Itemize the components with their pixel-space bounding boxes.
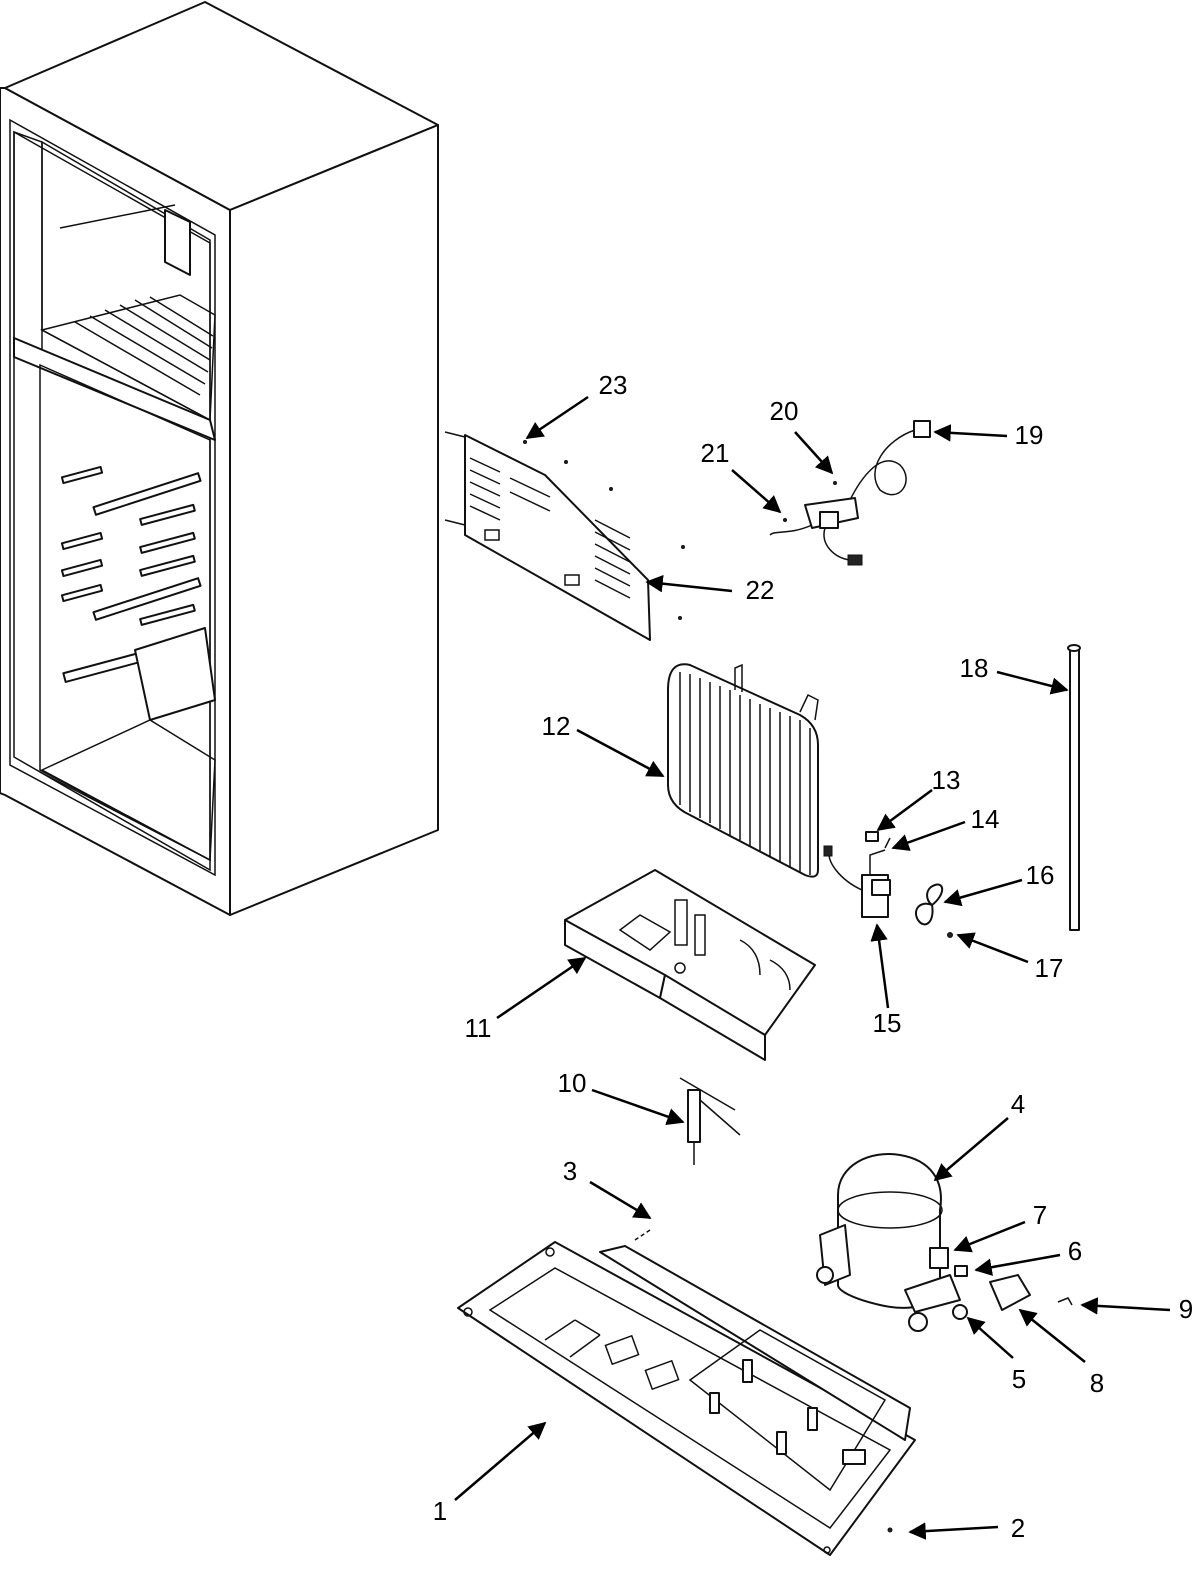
callout-3: 3: [563, 1156, 577, 1186]
callout-10: 10: [558, 1068, 587, 1098]
callout-14: 14: [971, 804, 1000, 834]
leader-5: [966, 1316, 1014, 1359]
drain-tube: [1067, 644, 1081, 931]
callout-13: 13: [932, 765, 961, 795]
callout-18: 18: [960, 653, 989, 683]
leader-1: [454, 1421, 547, 1501]
base-plate: [457, 1229, 916, 1556]
callout-17: 17: [1035, 953, 1064, 983]
leader-arrows: [454, 395, 1171, 1540]
callout-4: 4: [1011, 1089, 1025, 1119]
callout-21: 21: [701, 438, 730, 468]
leader-13: [876, 788, 933, 832]
leader-14: [891, 820, 966, 851]
compressor-assembly: [816, 1153, 1073, 1332]
callout-15: 15: [873, 1008, 902, 1038]
leader-22: [645, 574, 733, 593]
callout-22: 22: [746, 575, 775, 605]
callout-19: 19: [1015, 420, 1044, 450]
leader-9: [1080, 1297, 1171, 1315]
callout-12: 12: [542, 711, 571, 741]
drain-pan: [564, 869, 816, 1061]
leader-15: [870, 923, 890, 1009]
leader-16: [943, 878, 1023, 907]
leader-6: [974, 1253, 1061, 1276]
leader-17: [956, 932, 1029, 964]
capillary-probe: [679, 1077, 741, 1165]
callout-labels: 1 2 3 4 5 6 7 8 9 10 11 12 13 14 15 16 1…: [433, 370, 1193, 1543]
leader-10: [591, 1088, 685, 1126]
leader-12: [576, 728, 665, 778]
refrigerator-cabinet: [0, 1, 439, 916]
callout-6: 6: [1068, 1236, 1082, 1266]
leader-2: [908, 1522, 999, 1540]
leader-4: [933, 1117, 1009, 1182]
callout-11: 11: [465, 1013, 492, 1043]
callout-9: 9: [1179, 1294, 1193, 1324]
leader-11: [496, 956, 587, 1020]
condenser-coil: [667, 663, 819, 878]
leader-8: [1018, 1308, 1086, 1363]
callout-16: 16: [1026, 860, 1055, 890]
power-cord-assembly: [769, 420, 931, 566]
leader-23: [525, 395, 589, 440]
callout-20: 20: [770, 396, 799, 426]
leader-19: [933, 424, 1008, 442]
callout-2: 2: [1011, 1513, 1025, 1543]
callout-8: 8: [1090, 1368, 1104, 1398]
fan-motor-assembly: [823, 831, 953, 938]
leader-21: [731, 469, 782, 514]
leader-18: [996, 670, 1069, 695]
leader-7: [953, 1220, 1026, 1253]
callout-23: 23: [599, 370, 628, 400]
rear-panel: [444, 431, 685, 641]
callout-5: 5: [1012, 1364, 1026, 1394]
leader-3: [589, 1180, 652, 1220]
callout-7: 7: [1033, 1200, 1047, 1230]
leader-20: [794, 431, 834, 475]
callout-1: 1: [433, 1496, 447, 1526]
